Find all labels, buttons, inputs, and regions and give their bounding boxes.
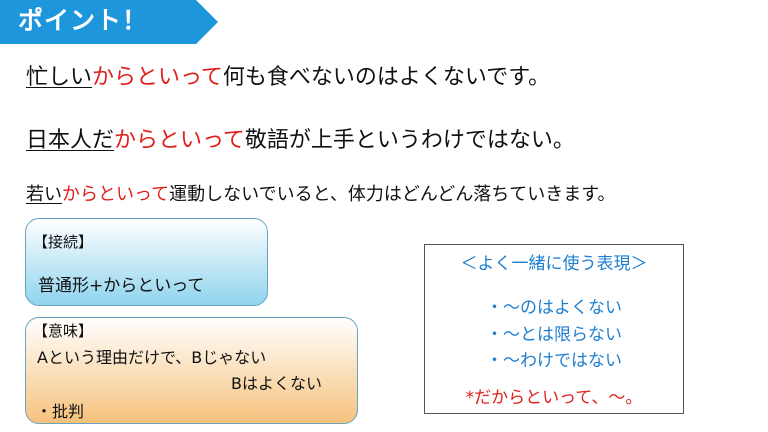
meaning-title: 【意味】 <box>33 322 94 340</box>
meaning-box: 【意味】 Aという理由だけで、Bじゃない Bはよくない ・批判 <box>25 317 358 424</box>
example-3-suffix: 運動しないでいると、体力はどんどん落ちていきます。 <box>169 184 616 205</box>
example-3-highlight: からといって <box>62 184 170 205</box>
example-sentence-3: 若いからといって運動しないでいると、体力はどんどん落ちていきます。 <box>26 184 616 207</box>
point-banner <box>0 0 218 44</box>
usage-item-3: ・～わけではない <box>486 351 622 371</box>
point-banner-label: ポイント！ <box>18 6 149 35</box>
meaning-line-3: ・批判 <box>36 402 85 421</box>
example-1-prefix: 忙しい <box>26 65 93 90</box>
usage-title: ＜よく一緒に使う表現＞ <box>460 254 648 274</box>
usage-box: ＜よく一緒に使う表現＞ ・～のはよくない ・～とは限らない ・～わけではない *… <box>424 244 684 414</box>
example-3-prefix: 若い <box>26 184 62 205</box>
example-2-highlight: からといって <box>114 128 245 153</box>
connection-body: 普通形+からといって <box>38 276 205 296</box>
usage-note: *だからといって、～。 <box>465 388 643 408</box>
example-2-suffix: 敬語が上手というわけではない。 <box>244 128 575 153</box>
example-1-suffix: 何も食べないのはよくないです。 <box>222 65 551 90</box>
connection-title: 【接続】 <box>33 233 94 251</box>
connection-box: 【接続】 普通形+からといって <box>25 218 268 306</box>
meaning-line-1: Aという理由だけで、Bじゃない <box>37 348 267 367</box>
example-sentence-1: 忙しいからといって何も食べないのはよくないです。 <box>26 64 550 92</box>
example-2-prefix: 日本人だ <box>26 128 115 153</box>
usage-item-1: ・～のはよくない <box>486 298 622 318</box>
example-1-highlight: からといって <box>92 65 223 90</box>
example-sentence-2: 日本人だからといって敬語が上手というわけではない。 <box>26 127 575 155</box>
usage-item-2: ・～とは限らない <box>486 325 622 345</box>
meaning-line-2: Bはよくない <box>231 374 322 393</box>
